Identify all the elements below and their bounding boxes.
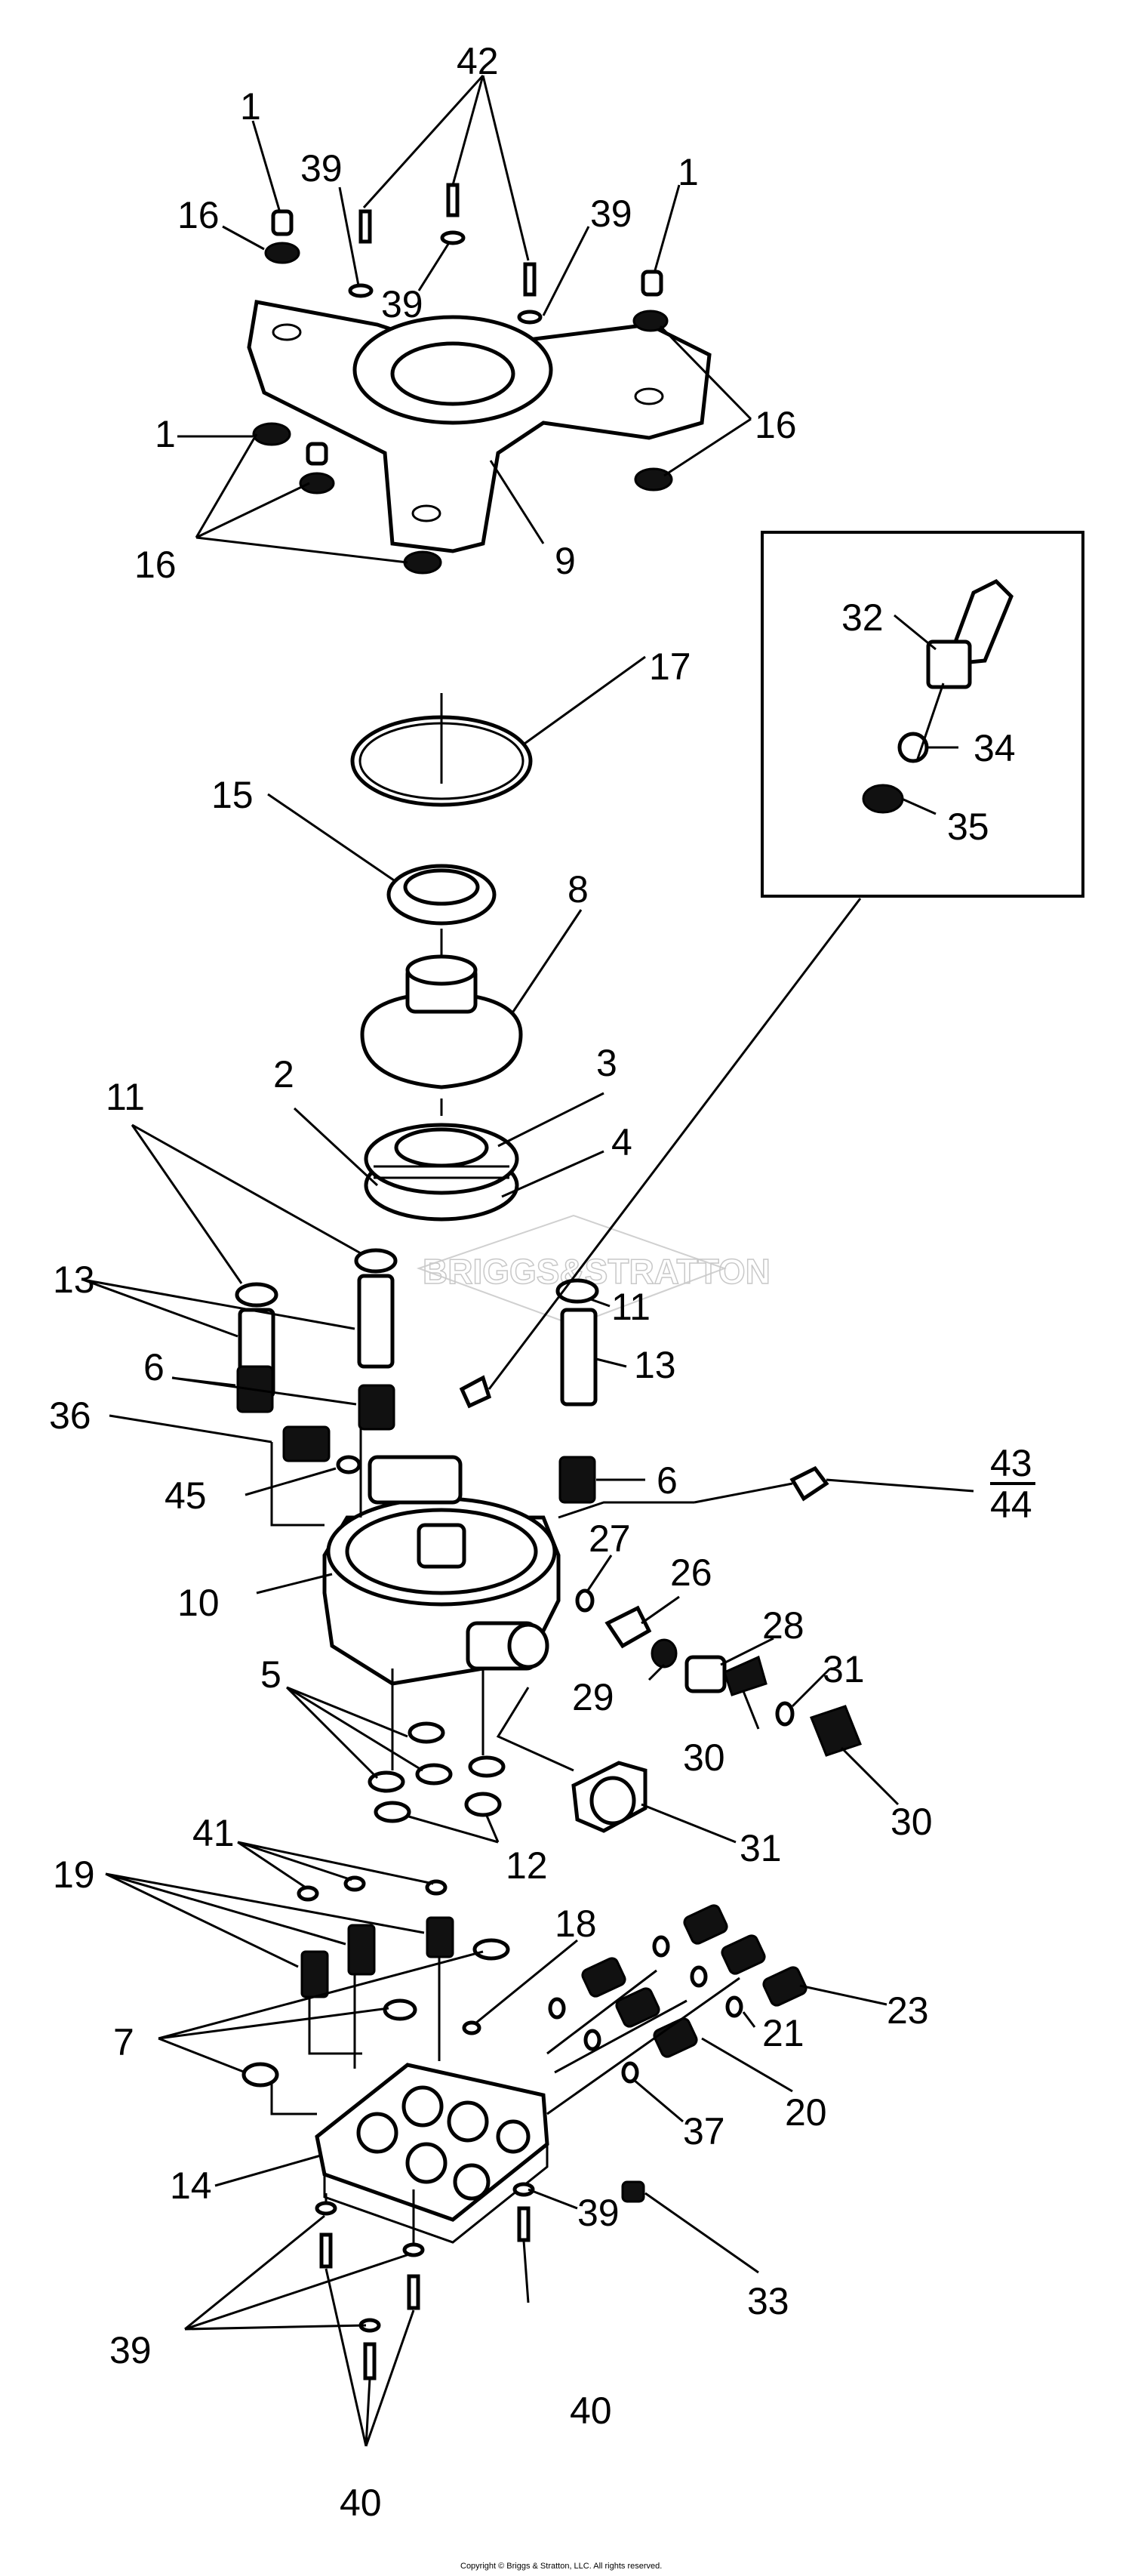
callout-26: 28 — [762, 1604, 804, 1647]
manifold-part-14 — [315, 2063, 549, 2244]
pump-housing-part-10 — [322, 1455, 561, 1686]
callout-9: 9 — [555, 540, 576, 582]
callout-29: 31 — [823, 1648, 865, 1690]
callout-14: 14 — [170, 2165, 212, 2207]
callout-3: 3 — [596, 1042, 617, 1084]
callout-32: 32 — [841, 596, 884, 639]
callout-44: 44 — [990, 1484, 1032, 1526]
callout-40-right: 40 — [570, 2390, 612, 2432]
callout-6-right: 6 — [657, 1459, 678, 1502]
callout-10: 10 — [177, 1582, 220, 1624]
callout-labels: 42 1 39 16 39 39 1 16 1 16 9 32 34 35 17… — [49, 40, 1035, 2524]
unloader-parts-24-30 — [575, 1588, 862, 1757]
callout-30: 30 — [891, 1801, 933, 1843]
flange-part-9 — [247, 300, 712, 553]
pistons-part-13 — [235, 1248, 599, 1407]
watermark-text: BRIGGS&STRATTON — [423, 1252, 771, 1291]
callout-13-left: 13 — [53, 1259, 95, 1301]
callout-39-d: 39 — [577, 2192, 620, 2234]
bearing-part-2-3-4 — [364, 1123, 519, 1222]
callout-39-b: 39 — [381, 283, 423, 325]
callout-21: 21 — [762, 2012, 804, 2054]
screws-part-40-washers-39 — [315, 2182, 535, 2380]
callout-39-c: 39 — [590, 193, 632, 235]
callout-20: 20 — [785, 2091, 827, 2134]
callout-11-left: 11 — [106, 1076, 145, 1118]
fitting-part-43-44 — [789, 1465, 829, 1502]
callout-28: 30 — [683, 1736, 725, 1779]
callout-8: 8 — [568, 868, 589, 911]
callout-23: 23 — [887, 1989, 929, 2032]
caps-and-nuts-part-1-16 — [252, 209, 673, 575]
callout-27: 29 — [572, 1676, 614, 1718]
callout-41: 41 — [192, 1812, 235, 1854]
callout-24: 26 — [670, 1551, 712, 1594]
callout-16-right: 16 — [755, 404, 797, 446]
callout-43: 43 — [990, 1442, 1032, 1484]
callout-11-right: 11 — [611, 1286, 651, 1328]
washers-part-5-12 — [368, 1721, 506, 1823]
seal-part-15 — [386, 864, 497, 926]
callout-7: 7 — [113, 2021, 134, 2063]
callout-45: 45 — [165, 1474, 207, 1517]
callout-12: 12 — [506, 1844, 548, 1887]
callout-1-top-right: 1 — [678, 151, 699, 193]
callout-25: 27 — [589, 1518, 631, 1560]
callout-36: 36 — [49, 1394, 91, 1437]
callout-1-top-left: 1 — [240, 85, 261, 128]
callout-17: 17 — [649, 646, 691, 688]
copyright-notice: Copyright © Briggs & Stratton, LLC. All … — [460, 2562, 662, 2571]
callout-19: 19 — [53, 1853, 95, 1896]
watermark-logo: BRIGGS&STRATTON — [417, 1214, 771, 1327]
washers-part-39-top — [348, 230, 543, 325]
callout-31: 31 — [740, 1827, 782, 1869]
inset-detail-box — [761, 531, 1084, 898]
callout-15: 15 — [211, 774, 254, 816]
callout-6-left: 6 — [143, 1346, 165, 1388]
callout-16-top-left: 16 — [177, 194, 220, 236]
check-valve-part-36 — [282, 1425, 331, 1462]
callout-5: 5 — [260, 1653, 281, 1696]
callout-13-right: 13 — [634, 1344, 676, 1386]
callout-33: 33 — [747, 2280, 789, 2322]
springs-part-19 — [300, 1916, 454, 1998]
wobble-plate-part-8 — [360, 954, 523, 1089]
leader-lines — [82, 74, 974, 2447]
valves-part-20-21-23-37 — [548, 1904, 807, 2084]
washers-part-41-7-18 — [241, 1875, 510, 2088]
nut-part-31 — [571, 1761, 648, 1833]
callout-37: 37 — [683, 2110, 725, 2152]
plug-part-33 — [621, 2180, 645, 2203]
callout-2: 2 — [273, 1053, 294, 1095]
fitting-inset-link — [459, 1375, 492, 1409]
seal-part-45 — [336, 1455, 361, 1474]
callout-39-a: 39 — [300, 147, 343, 190]
callout-42: 42 — [457, 40, 499, 82]
callout-39-e: 39 — [109, 2329, 152, 2371]
callout-35: 35 — [947, 806, 989, 848]
callout-18: 18 — [555, 1903, 597, 1945]
callout-40-bottom: 40 — [340, 2482, 382, 2524]
callout-4: 4 — [611, 1121, 632, 1163]
callout-16-bottom: 16 — [134, 544, 177, 586]
callout-34: 34 — [974, 727, 1016, 769]
callout-1-left: 1 — [155, 413, 176, 455]
